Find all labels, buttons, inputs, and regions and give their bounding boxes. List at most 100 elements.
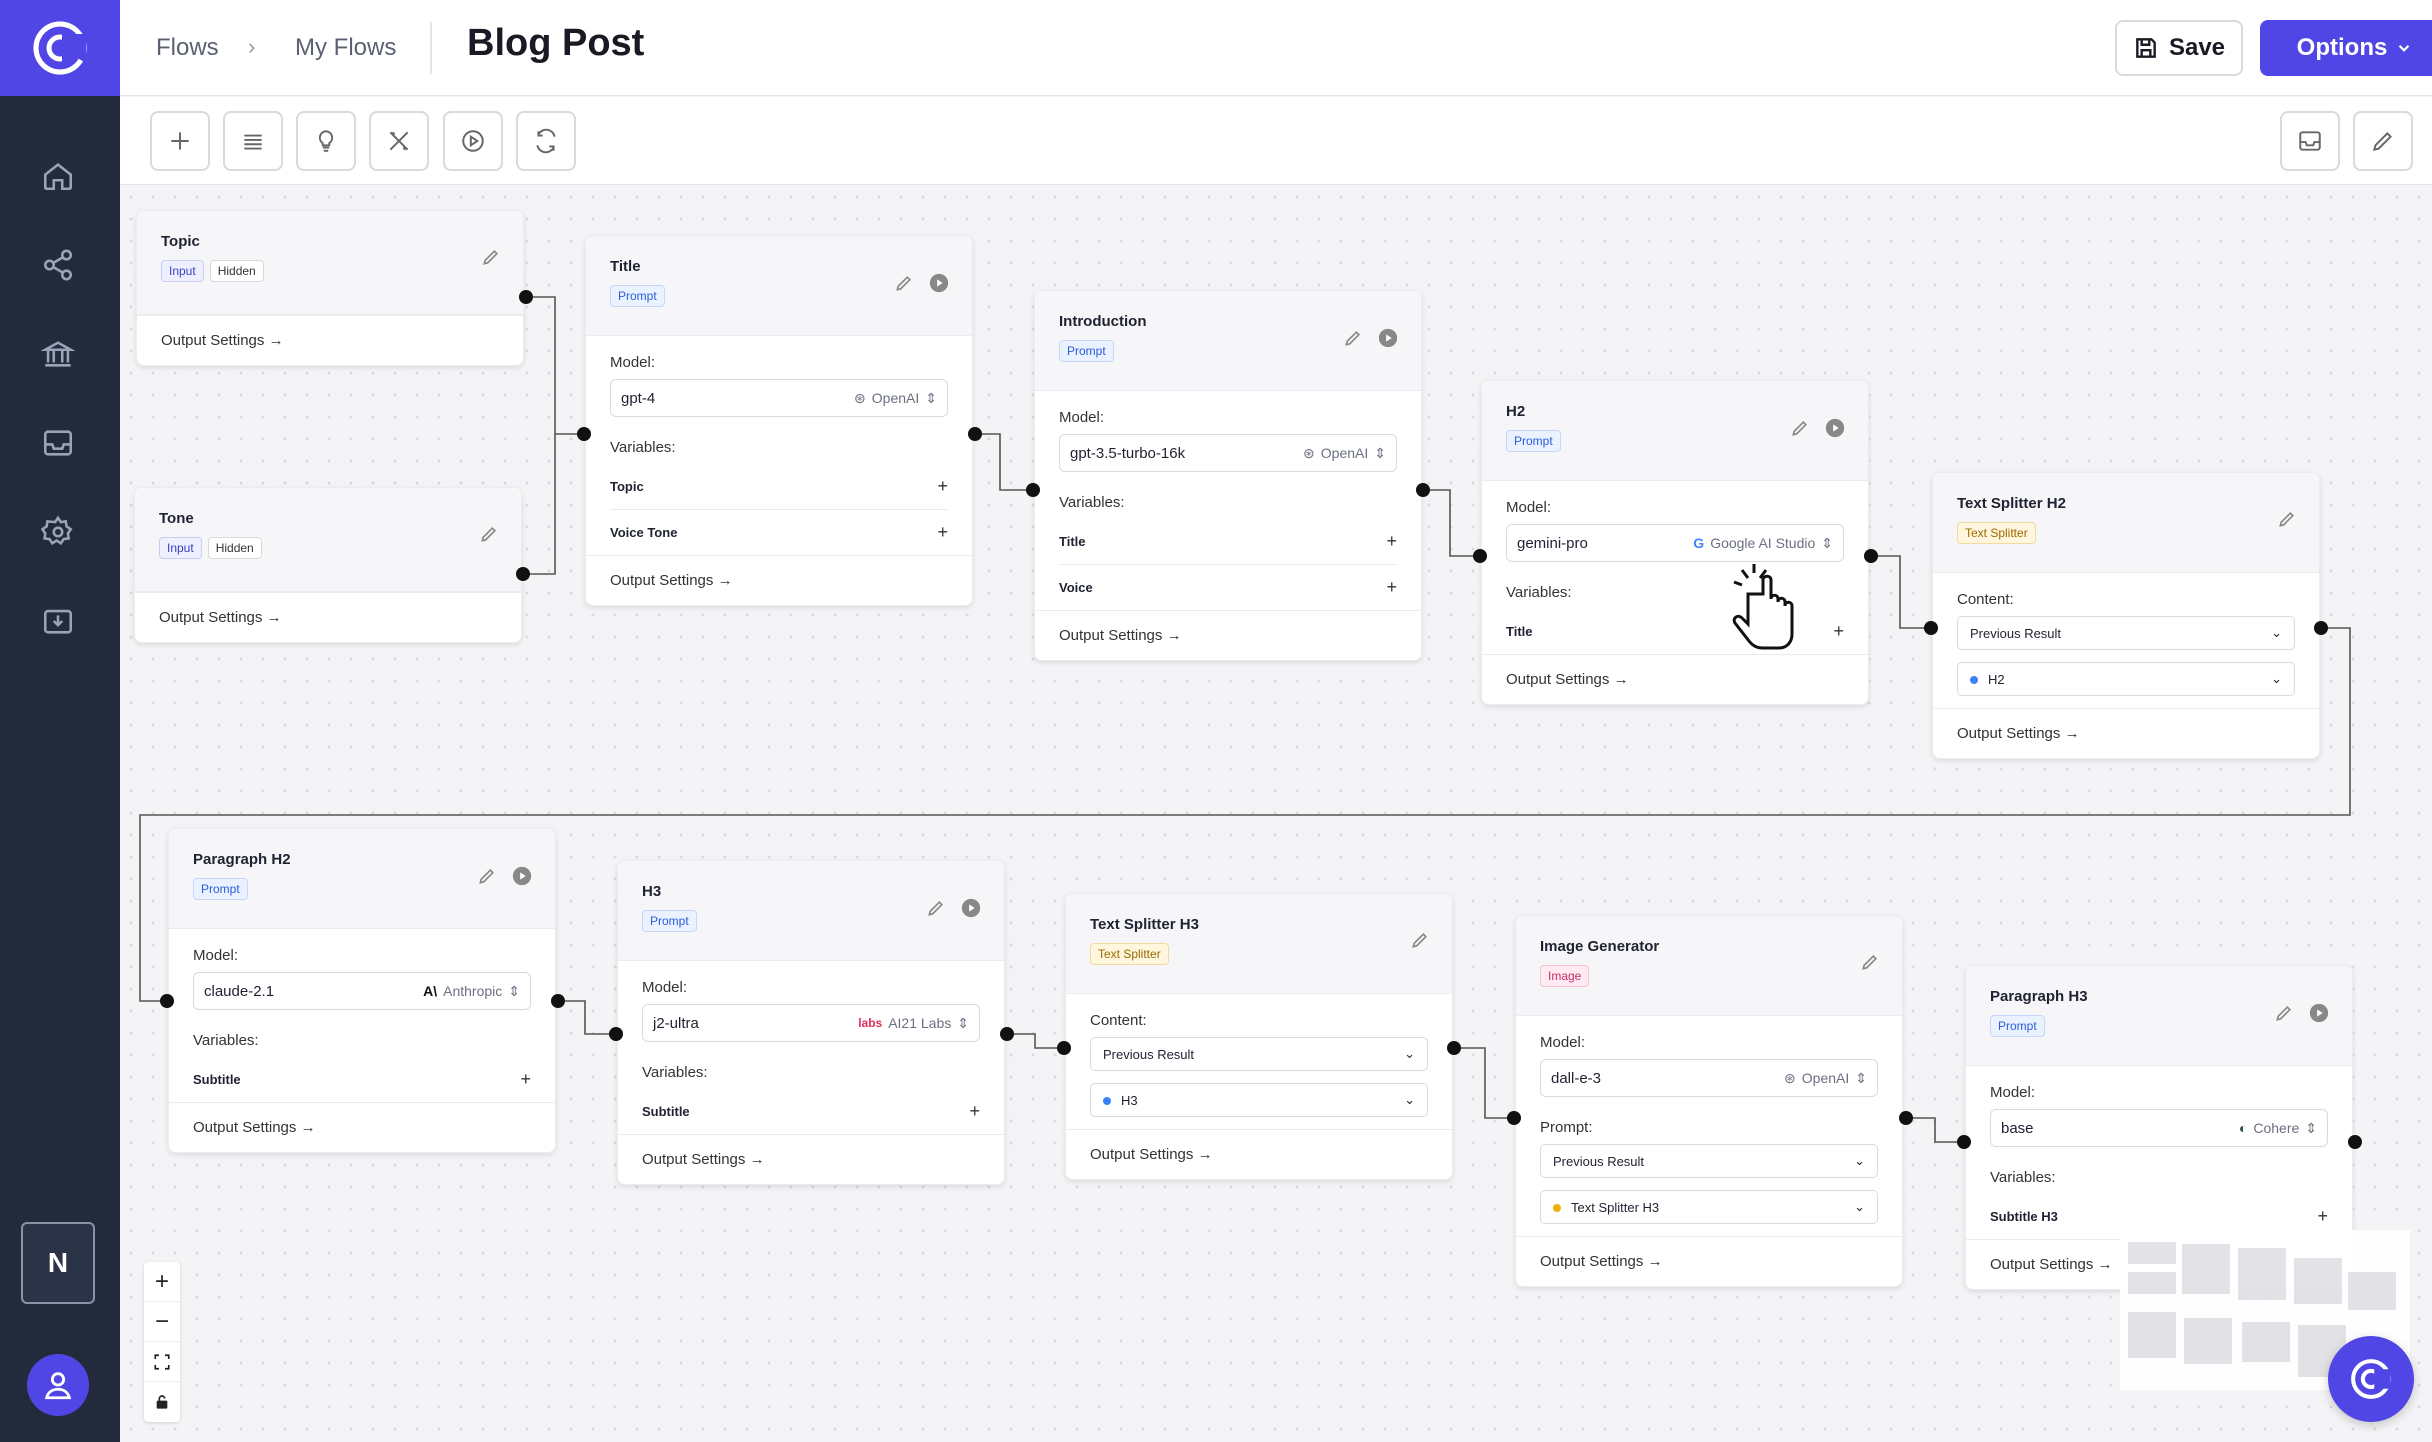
user-avatar[interactable] [27, 1354, 89, 1416]
add-icon[interactable]: + [969, 1101, 980, 1121]
fit-view-button[interactable] [144, 1342, 180, 1382]
add-icon[interactable]: + [2317, 1206, 2328, 1226]
zoom-in-button[interactable]: + [144, 1262, 180, 1302]
output-handle[interactable] [1000, 1027, 1014, 1041]
model-select[interactable]: dall-e-3 ⊛OpenAI⇕ [1540, 1059, 1878, 1097]
prompt-select[interactable]: Previous Result⌄ [1540, 1144, 1878, 1178]
output-handle[interactable] [519, 290, 533, 304]
add-icon[interactable]: + [937, 522, 948, 542]
input-handle[interactable] [1507, 1111, 1521, 1125]
pencil-icon[interactable] [1790, 418, 1810, 443]
variable-select[interactable]: Text Splitter H3⌄ [1540, 1190, 1878, 1224]
edit-button[interactable] [2353, 111, 2413, 171]
pencil-icon[interactable] [926, 898, 946, 923]
output-handle[interactable] [1899, 1111, 1913, 1125]
pencil-icon[interactable] [479, 524, 499, 549]
add-icon[interactable]: + [1386, 577, 1397, 597]
output-handle[interactable] [2348, 1135, 2362, 1149]
settings-icon[interactable] [34, 508, 82, 556]
play-icon[interactable] [1824, 417, 1846, 444]
library-icon[interactable] [34, 330, 82, 378]
share-icon[interactable] [34, 241, 82, 289]
node-tone[interactable]: Tone Input Hidden Output Settings → [134, 487, 522, 643]
input-handle[interactable] [1473, 549, 1487, 563]
pencil-icon[interactable] [2277, 509, 2297, 534]
pencil-icon[interactable] [1410, 930, 1430, 955]
variable-select[interactable]: H3⌄ [1090, 1083, 1428, 1117]
output-settings-link[interactable]: Output Settings → [1482, 654, 1868, 704]
input-handle[interactable] [577, 427, 591, 441]
home-icon[interactable] [34, 152, 82, 200]
app-logo[interactable] [0, 0, 120, 96]
ideas-button[interactable] [296, 111, 356, 171]
input-handle[interactable] [609, 1027, 623, 1041]
output-settings-link[interactable]: Output Settings → [137, 315, 523, 365]
play-icon[interactable] [928, 272, 950, 299]
tools-button[interactable] [369, 111, 429, 171]
model-select[interactable]: gpt-4 ⊛OpenAI⇕ [610, 379, 948, 417]
input-handle[interactable] [1026, 483, 1040, 497]
play-icon[interactable] [2308, 1002, 2330, 1029]
output-handle[interactable] [968, 427, 982, 441]
input-handle[interactable] [1057, 1041, 1071, 1055]
output-handle[interactable] [1416, 483, 1430, 497]
content-select[interactable]: Previous Result⌄ [1090, 1037, 1428, 1071]
output-settings-link[interactable]: Output Settings → [169, 1102, 555, 1152]
list-button[interactable] [223, 111, 283, 171]
add-icon[interactable]: + [1386, 531, 1397, 551]
node-title-prompt[interactable]: Title Prompt Model: gpt-4 ⊛OpenAI⇕ Varia… [585, 235, 973, 606]
options-button[interactable]: Options [2260, 20, 2432, 76]
inbox-button[interactable] [2280, 111, 2340, 171]
output-handle[interactable] [1447, 1041, 1461, 1055]
variable-select[interactable]: H2⌄ [1957, 662, 2295, 696]
pencil-icon[interactable] [481, 247, 501, 272]
assistant-button[interactable] [2328, 1336, 2414, 1422]
add-icon[interactable]: + [937, 476, 948, 496]
pencil-icon[interactable] [1343, 328, 1363, 353]
output-settings-link[interactable]: Output Settings → [135, 592, 521, 642]
content-select[interactable]: Previous Result⌄ [1957, 616, 2295, 650]
refresh-button[interactable] [516, 111, 576, 171]
model-select[interactable]: base ◐Cohere⇕ [1990, 1109, 2328, 1147]
node-introduction[interactable]: Introduction Prompt Model: gpt-3.5-turbo… [1034, 290, 1422, 661]
output-handle[interactable] [551, 994, 565, 1008]
play-icon[interactable] [511, 865, 533, 892]
input-handle[interactable] [1957, 1135, 1971, 1149]
pencil-icon[interactable] [477, 866, 497, 891]
input-handle[interactable] [1924, 621, 1938, 635]
output-settings-link[interactable]: Output Settings → [586, 555, 972, 605]
output-settings-link[interactable]: Output Settings → [1516, 1236, 1902, 1286]
model-select[interactable]: claude-2.1 A\Anthropic⇕ [193, 972, 531, 1010]
node-topic[interactable]: Topic Input Hidden Output Settings → [136, 210, 524, 366]
lock-button[interactable] [144, 1382, 180, 1422]
play-icon[interactable] [1377, 327, 1399, 354]
workspace-button[interactable]: N [21, 1222, 95, 1304]
node-text-splitter-h2[interactable]: Text Splitter H2 Text Splitter Content: … [1932, 472, 2320, 759]
node-image-generator[interactable]: Image Generator Image Model: dall-e-3 ⊛O… [1515, 915, 1903, 1287]
output-handle[interactable] [2314, 621, 2328, 635]
save-button[interactable]: Save [2115, 20, 2243, 76]
output-handle[interactable] [516, 567, 530, 581]
input-handle[interactable] [160, 994, 174, 1008]
add-node-button[interactable] [150, 111, 210, 171]
node-paragraph-h2[interactable]: Paragraph H2 Prompt Model: claude-2.1 A\… [168, 828, 556, 1153]
output-handle[interactable] [1864, 549, 1878, 563]
model-select[interactable]: gpt-3.5-turbo-16k ⊛OpenAI⇕ [1059, 434, 1397, 472]
output-settings-link[interactable]: Output Settings → [1933, 708, 2319, 758]
play-icon[interactable] [960, 897, 982, 924]
add-icon[interactable]: + [520, 1069, 531, 1089]
inbox-icon[interactable] [34, 419, 82, 467]
pencil-icon[interactable] [1860, 952, 1880, 977]
pencil-icon[interactable] [2274, 1003, 2294, 1028]
breadcrumb-flows[interactable]: Flows [156, 34, 219, 61]
output-settings-link[interactable]: Output Settings → [1066, 1129, 1452, 1179]
breadcrumb-my-flows[interactable]: My Flows [295, 34, 397, 61]
output-settings-link[interactable]: Output Settings → [618, 1134, 1004, 1184]
run-button[interactable] [443, 111, 503, 171]
output-settings-link[interactable]: Output Settings → [1035, 610, 1421, 660]
zoom-out-button[interactable]: − [144, 1302, 180, 1342]
